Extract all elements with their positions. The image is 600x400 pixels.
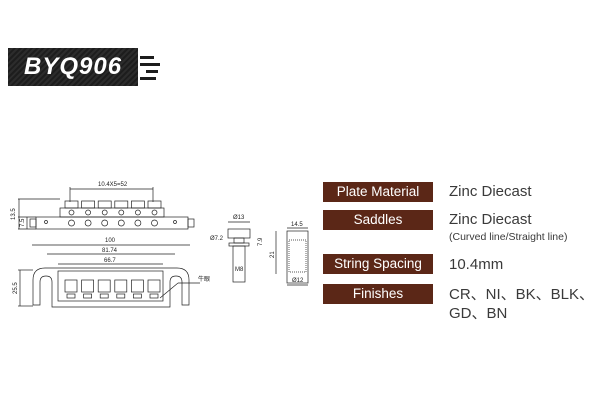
spec-value-string-spacing: 10.4mm (449, 256, 504, 273)
depth-dim: 25.5 (13, 282, 19, 294)
post-cap-height: 7.9 (258, 237, 264, 246)
saddle-screw-head (116, 293, 126, 299)
saddle (97, 200, 112, 209)
width-posts-dim: 81.74 (102, 248, 118, 254)
saddle-hole (68, 219, 75, 227)
saddle-top (64, 279, 78, 293)
top-view (18, 244, 200, 308)
width-total-dim: 100 (105, 238, 116, 244)
height-base-dim: 7.5 (20, 218, 26, 227)
post-cap-dia: Ø13 (233, 215, 245, 221)
post-neck-dia: Ø7.2 (210, 236, 224, 242)
saddle-screw (101, 209, 108, 216)
bushing-height: 21 (270, 251, 276, 258)
banner-stripe (140, 77, 156, 80)
saddle-top (114, 279, 128, 293)
spec-value-finishes: CR、NI、BK、BLK、 (449, 286, 595, 303)
spec-label-finishes: Finishes (323, 284, 433, 304)
spacing-dim: 10.4X5=52 (98, 182, 128, 188)
spec-label-saddles: Saddles (323, 210, 433, 230)
technical-drawing: 10.4X5=52 13.5 7.5 100 81.74 66.7 25.5 牛… (11, 182, 309, 308)
model-banner: BYQ906 (8, 48, 138, 86)
saddle (131, 200, 145, 209)
spec-label-plate-material: Plate Material (323, 182, 433, 202)
saddle-hole (84, 219, 92, 227)
post-view (227, 221, 251, 283)
saddle-screw-head (99, 293, 109, 299)
saddle-screw (118, 209, 125, 216)
saddle (147, 200, 162, 209)
bushing-view (275, 227, 309, 286)
spec-label-string-spacing: String Spacing (323, 254, 433, 274)
saddle (114, 200, 129, 209)
saddle-screw-head (66, 293, 76, 299)
saddle-top (81, 279, 94, 293)
height-total-dim: 13.5 (11, 208, 17, 220)
banner-stripe (140, 56, 154, 59)
saddle-screw (85, 209, 91, 216)
saddle-top (131, 279, 144, 293)
front-view (18, 187, 195, 230)
saddle-hole (117, 219, 125, 227)
banner-stripe (140, 63, 160, 66)
saddle (64, 200, 79, 209)
saddle-screw (135, 209, 141, 216)
banner-stripe (146, 70, 158, 73)
model-name: BYQ906 (24, 53, 123, 80)
saddle-top (97, 279, 111, 293)
saddle-hole (101, 219, 109, 227)
spec-value-plate-material: Zinc Diecast (449, 183, 532, 200)
saddle-hole (134, 219, 142, 227)
callout-label: 牛眼 (198, 275, 210, 283)
saddle (81, 200, 95, 209)
saddle-screw-head (149, 293, 159, 299)
saddle-hole (151, 219, 158, 227)
spec-value-finishes-cont: GD、BN (449, 305, 508, 322)
post-thread: M8 (235, 267, 244, 273)
saddle-screw (68, 209, 75, 216)
saddle-screw-head (83, 293, 92, 299)
bushing-width: 14.5 (291, 222, 303, 228)
saddle-screw (151, 209, 158, 216)
spec-note-saddles: (Curved line/Straight line) (449, 231, 568, 243)
saddle-top (147, 279, 161, 293)
bushing-dia: Ø12 (292, 278, 304, 284)
spec-value-saddles: Zinc Diecast (449, 211, 532, 228)
saddle-screw-head (133, 293, 142, 299)
width-inner-dim: 66.7 (104, 258, 116, 264)
